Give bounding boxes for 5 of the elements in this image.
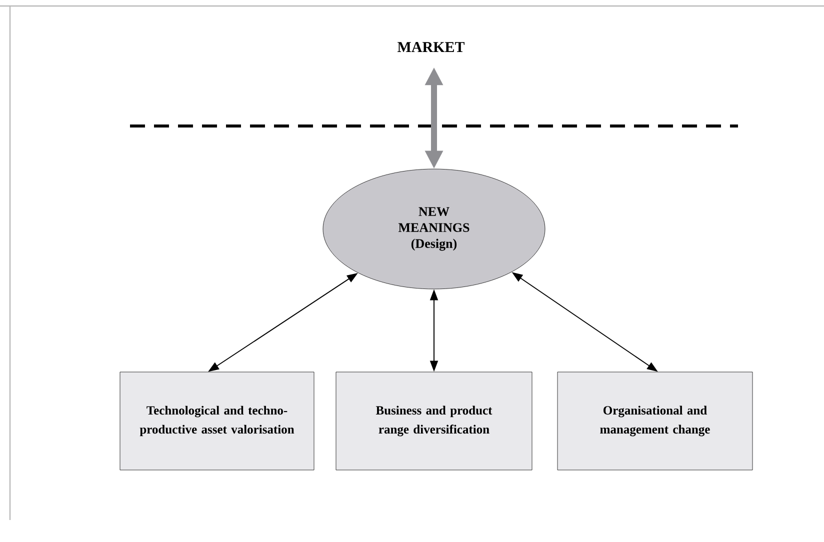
ellipse-node: NEW MEANINGS (Design) bbox=[322, 168, 546, 290]
process-box: Business and product range diversification bbox=[336, 372, 532, 470]
process-box: Organisational and management change bbox=[557, 372, 753, 470]
heading-text: MARKET bbox=[398, 42, 465, 52]
process-box: Technological and techno-productive asset valorisation bbox=[120, 372, 314, 470]
